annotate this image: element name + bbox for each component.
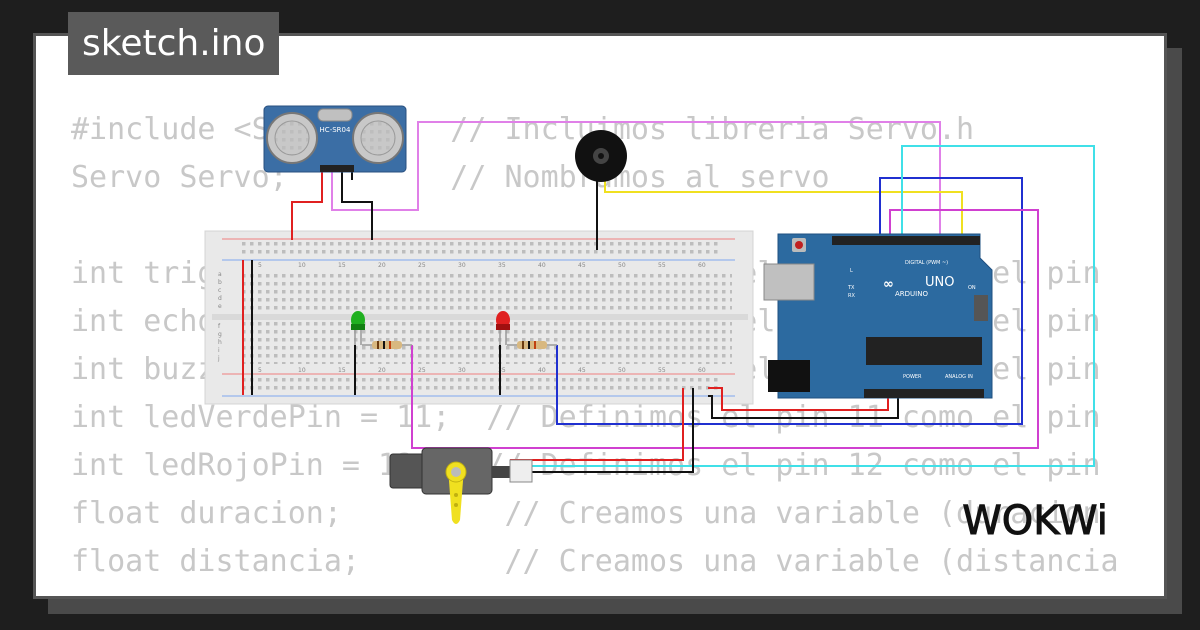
l-label: L [850,268,853,274]
sensor-label: HC-SR04 [320,126,351,134]
breadboard: 5 10 15 20 25 30 35 40 45 50 55 60 5 10 15 20 25 30 35 40 4… [204,230,754,405]
breadboard-row-letter: g [218,331,222,338]
breadboard-row-letter: c [218,287,221,294]
wires [242,121,1095,473]
arduino-model: UNO [925,275,954,290]
breadboard-column-number: 55 [658,262,666,269]
power-label: POWER [903,374,922,380]
breadboard-column-number: 50 [618,262,626,269]
breadboard-column-number: 10 [298,262,306,269]
code-line: float duracion; // Creamos una variable … [71,496,1101,531]
ultrasonic-sensor: HC-SR04 [263,105,407,173]
breadboard-column-number: 60 [698,367,706,374]
buzzer [575,130,627,182]
breadboard-column-number: 35 [498,262,506,269]
digital-label: DIGITAL (PWM ~) [905,260,948,266]
breadboard-column-number: 30 [458,262,466,269]
breadboard-column-number: 15 [338,367,346,374]
green-led [351,311,365,345]
breadboard-column-number: 15 [338,262,346,269]
breadboard-column-number: 55 [658,367,666,374]
breadboard-row-letter: h [218,339,222,346]
analog-label: ANALOG IN [945,374,973,380]
tx-label: TX [847,285,855,291]
breadboard-row-letter: f [218,323,221,330]
breadboard-column-number: 45 [578,262,586,269]
arduino-brand: ARDUINO [895,290,928,298]
servo-motor [389,447,533,524]
code-line: float distancia; // Creamos una variable… [71,544,1119,579]
wokwi-logo: WOKWi [962,498,1109,545]
breadboard-row-letter: d [218,295,222,302]
arduino-uno: ∞ ARDUINO UNO DIGITAL (PWM ~) POWER ANAL… [763,233,993,399]
resistor-1 [362,341,412,349]
rx-label: RX [848,293,855,299]
breadboard-column-number: 20 [378,367,386,374]
breadboard-column-number: 5 [258,262,262,269]
svg-text:∞: ∞ [883,277,894,292]
breadboard-column-number: 20 [378,262,386,269]
breadboard-row-letter: a [218,271,222,278]
resistor-2 [507,341,557,349]
breadboard-column-number: 60 [698,262,706,269]
breadboard-column-number: 30 [458,367,466,374]
on-label: ON [968,285,976,291]
breadboard-column-number: 40 [538,367,546,374]
breadboard-row-letter: i [218,347,220,354]
breadboard-column-number: 45 [578,367,586,374]
red-led [496,311,510,345]
breadboard-column-number: 35 [498,367,506,374]
breadboard-row-letter: j [217,355,220,362]
breadboard-column-number: 25 [418,262,426,269]
sketch-title: sketch.ino [68,12,280,75]
breadboard-row-letter: e [218,303,222,310]
breadboard-column-number: 40 [538,262,546,269]
breadboard-column-number: 5 [258,367,262,374]
breadboard-column-number: 50 [618,367,626,374]
breadboard-row-letter: b [218,279,222,286]
wokwi-logo-text: WOKWi [962,498,1108,544]
breadboard-column-number: 25 [418,367,426,374]
breadboard-column-number: 10 [298,367,306,374]
